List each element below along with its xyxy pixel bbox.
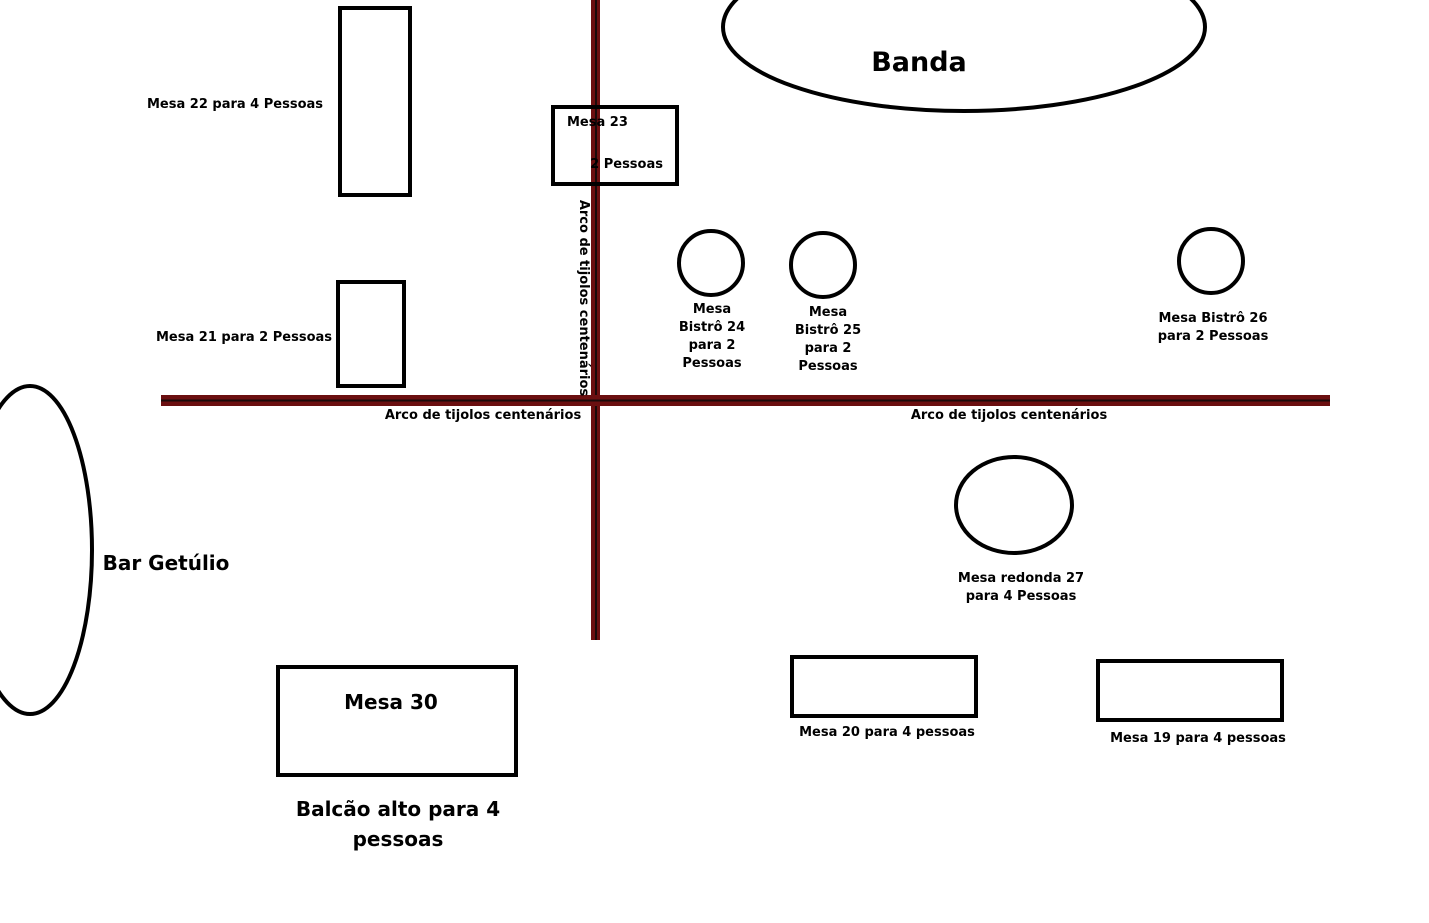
bistro-table-26: Mesa Bistrô 26 para 2 Pessoas	[1158, 227, 1269, 344]
bistro-table-26-shape	[1177, 227, 1245, 295]
bistro-table-24: Mesa Bistrô 24 para 2 Pessoas	[677, 229, 745, 371]
bistro-table-26-label-line2: para 2 Pessoas	[1158, 329, 1269, 344]
table-30-label: Mesa 30	[344, 690, 438, 714]
band-stage	[721, 0, 1207, 113]
round-table-27-shape	[954, 455, 1074, 555]
bistro-table-25-shape	[789, 231, 857, 299]
table-23: Mesa 23 2 Pessoas	[551, 105, 679, 186]
table-30: Mesa 30 Balcão alto para 4 pessoas	[276, 665, 518, 851]
high-counter-label-line1: Balcão alto para 4	[296, 797, 500, 821]
brick-arch-left-label: Arco de tijolos centenários	[385, 408, 582, 423]
table-19-shape	[1096, 659, 1284, 722]
bar-getulio: Bar Getúlio	[0, 384, 230, 716]
brick-arch-right-label: Arco de tijolos centenários	[911, 408, 1108, 423]
bistro-table-25-label-line2: Bistrô 25	[795, 323, 861, 338]
table-19: Mesa 19 para 4 pessoas	[1096, 659, 1286, 746]
table-20-label: Mesa 20 para 4 pessoas	[799, 725, 975, 740]
bar-getulio-shape	[0, 384, 94, 716]
band-label: Banda	[871, 47, 967, 78]
round-table-27-label-line2: para 4 Pessoas	[966, 589, 1077, 604]
table-21-shape	[336, 280, 406, 388]
bistro-table-25-label-line4: Pessoas	[798, 359, 858, 374]
bistro-table-25-label-line3: para 2	[805, 341, 852, 356]
bistro-table-24-label-line1: Mesa	[693, 302, 731, 317]
high-counter-label-line2: pessoas	[353, 827, 444, 851]
table-23-shape	[551, 105, 679, 186]
table-30-shape	[276, 665, 518, 777]
table-20: Mesa 20 para 4 pessoas	[790, 655, 978, 740]
bistro-table-24-label-line2: Bistrô 24	[679, 320, 745, 335]
bistro-table-24-shape	[677, 229, 745, 297]
table-23-title: Mesa 23	[567, 115, 628, 130]
table-19-label: Mesa 19 para 4 pessoas	[1110, 731, 1286, 746]
round-table-27-label-line1: Mesa redonda 27	[958, 571, 1084, 586]
table-22-shape	[338, 6, 412, 197]
bistro-table-25-label-line1: Mesa	[809, 305, 847, 320]
bistro-table-25: Mesa Bistrô 25 para 2 Pessoas	[789, 231, 861, 374]
bistro-table-26-label-line1: Mesa Bistrô 26	[1158, 311, 1267, 326]
table-22-label: Mesa 22 para 4 Pessoas	[147, 97, 323, 112]
table-22: Mesa 22 para 4 Pessoas	[147, 6, 412, 197]
bistro-table-24-label-line4: Pessoas	[682, 356, 742, 371]
brick-arch-vertical-label: Arco de tijolos centenários	[576, 200, 591, 397]
round-table-27: Mesa redonda 27 para 4 Pessoas	[954, 455, 1084, 604]
bistro-table-24-label-line3: para 2	[689, 338, 736, 353]
bar-getulio-label: Bar Getúlio	[103, 551, 230, 575]
table-21: Mesa 21 para 2 Pessoas	[156, 280, 406, 388]
table-21-label: Mesa 21 para 2 Pessoas	[156, 330, 332, 345]
table-20-shape	[790, 655, 978, 718]
table-23-capacity: 2 Pessoas	[590, 157, 663, 172]
band-area: Banda	[721, 0, 1207, 113]
